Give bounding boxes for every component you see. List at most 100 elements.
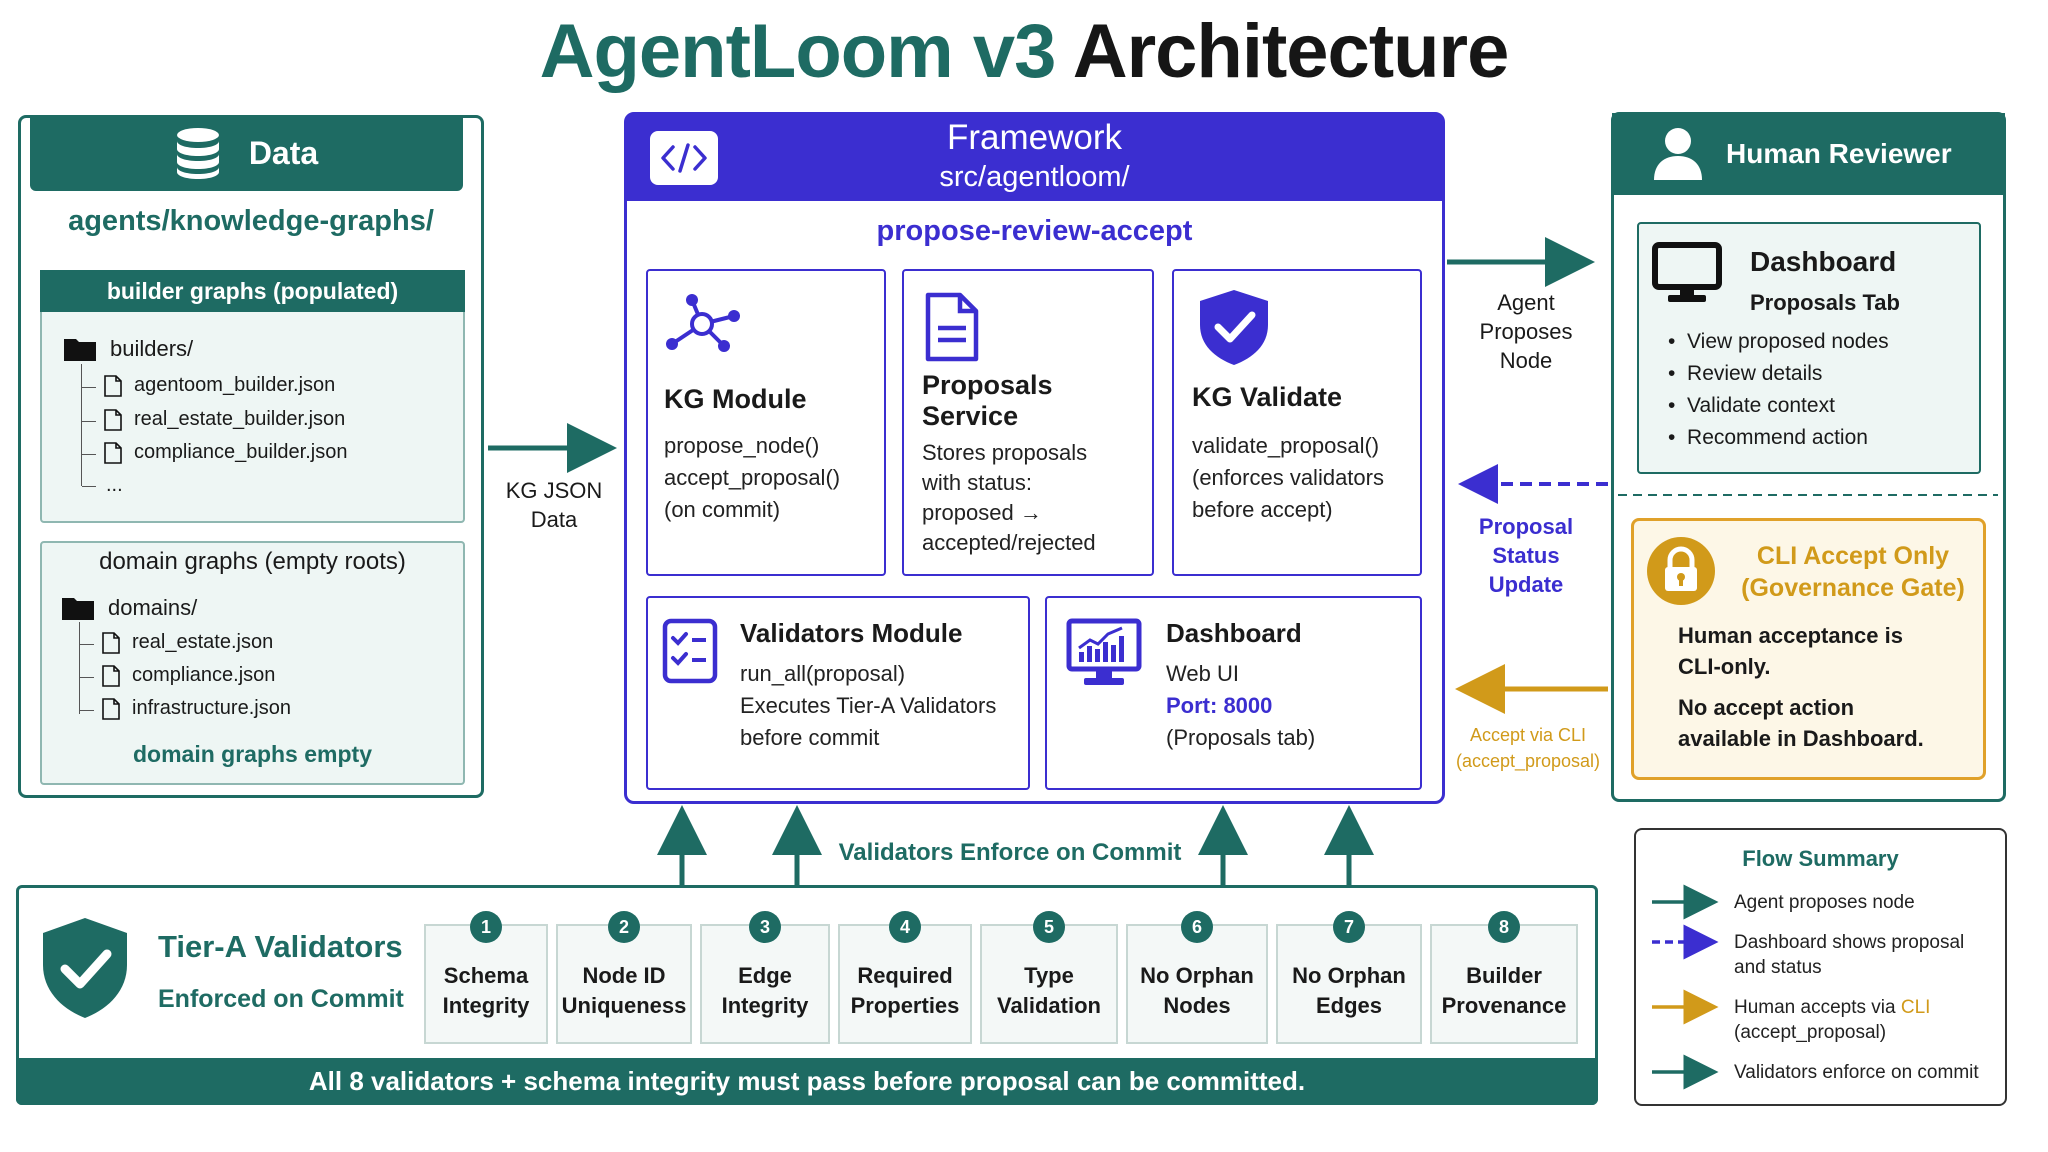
file-icon: [104, 408, 122, 431]
tree-line: [81, 364, 82, 486]
reviewer-dashboard-bullets: • View proposed nodes • Review details •…: [1668, 326, 1889, 454]
kg-validate-text: validate_proposal() (enforces validators…: [1192, 430, 1384, 526]
file-label: agentoom_builder.json: [134, 374, 336, 396]
validator-label: No Orphan: [1292, 963, 1406, 988]
checklist-icon: [662, 618, 718, 684]
file-label: real_estate_builder.json: [134, 408, 346, 430]
user-icon: [1654, 128, 1702, 180]
document-icon: [925, 292, 979, 362]
flow-item-line: and status: [1734, 957, 1822, 978]
proposals-service-text: Stores proposals with status: proposed →…: [922, 438, 1096, 558]
bullet-text: Validate context: [1687, 394, 1835, 417]
label-line: Node: [1499, 348, 1553, 373]
tree-tick: [82, 421, 96, 422]
text-line: No accept action: [1678, 695, 1855, 720]
text-line: available in Dashboard.: [1678, 726, 1924, 751]
domain-graphs-heading: domain graphs (empty roots): [99, 548, 406, 575]
shield-check-icon: [43, 918, 127, 1018]
flow-item: Human accepts via CLI (accept_proposal): [1734, 995, 1930, 1045]
validator-number: 5: [1033, 911, 1065, 943]
framework-path: src/agentloom/: [939, 161, 1130, 193]
folder-icon: [64, 339, 96, 361]
validator-number: 2: [608, 911, 640, 943]
label-line: Proposal: [1478, 514, 1574, 539]
bullet-item: • Validate context: [1668, 394, 1835, 417]
status-update-label: Proposal Status Update: [1458, 512, 1594, 599]
validators-subtitle: Enforced on Commit: [158, 985, 404, 1013]
text-line: Human acceptance is: [1678, 623, 1903, 648]
bullet-text: View proposed nodes: [1687, 330, 1889, 353]
label-line: Accept via CLI: [1469, 725, 1587, 745]
kg-json-label: KG JSON Data: [486, 476, 622, 534]
proposals-service-card: [902, 269, 1154, 576]
title-line: (Governance Gate): [1741, 574, 1965, 602]
builders-folder-label: builders/: [110, 336, 194, 361]
validator-label: Schema: [443, 963, 529, 988]
tree-line: [79, 622, 80, 714]
kg-validate-title: KG Validate: [1192, 382, 1343, 412]
framework-flow: propose-review-accept: [876, 215, 1193, 247]
tree-tick: [80, 710, 94, 711]
label-line: KG JSON: [505, 478, 603, 503]
accept-cli-label: Accept via CLI (accept_proposal): [1450, 722, 1606, 774]
validator-label: Validation: [997, 993, 1101, 1018]
validators-footer: All 8 validators + schema integrity must…: [16, 1058, 1598, 1105]
validators-enforce-label: Validators Enforce on Commit: [838, 839, 1182, 866]
governance-gate-title: CLI Accept Only (Governance Gate): [1722, 540, 1984, 604]
validator-label: Type: [1024, 963, 1074, 988]
flow-item-line: Human accepts via CLI: [1734, 995, 1930, 1020]
validator-label: Node ID: [582, 963, 666, 988]
folder-icon: [62, 598, 94, 620]
database-icon: [176, 128, 219, 179]
lock-icon: [1647, 537, 1715, 605]
label-line: Data: [530, 507, 578, 532]
label-line: Update: [1488, 572, 1564, 597]
text-line: CLI-only.: [1678, 654, 1771, 679]
text-line: before accept): [1192, 497, 1333, 522]
validator-label: Uniqueness: [561, 993, 687, 1018]
title-line: Service: [922, 401, 1019, 431]
file-icon: [104, 441, 122, 464]
tree-tick: [82, 486, 96, 487]
text-line: (Proposals tab): [1166, 725, 1316, 750]
file-label: compliance.json: [132, 664, 276, 686]
data-header: Data: [30, 115, 463, 191]
flow-item: Dashboard shows proposal and status: [1734, 930, 1964, 980]
human-reviewer-header: Human Reviewer: [1612, 113, 2005, 195]
validator-label: Properties: [850, 993, 960, 1018]
tree-tick: [82, 387, 96, 388]
file-label: real_estate.json: [132, 631, 274, 653]
label-line: Agent: [1497, 290, 1555, 315]
file-icon: [102, 664, 120, 687]
code-icon: [650, 131, 718, 185]
title-part-2: Architecture: [1072, 9, 1510, 94]
shield-check-icon: [1200, 290, 1268, 365]
label-line: Status: [1492, 543, 1560, 568]
validator-number: 8: [1488, 911, 1520, 943]
builder-graphs-card: [40, 270, 465, 523]
validator-label: Builder: [1466, 963, 1542, 988]
proposals-service-title: Proposals Service: [922, 370, 1053, 432]
port-text: Port: 8000: [1166, 693, 1273, 718]
validator-label: Edge: [738, 963, 792, 988]
domain-graphs-footer: domain graphs empty: [133, 741, 372, 767]
file-item: infrastructure.json: [102, 697, 291, 720]
validator-label: Integrity: [442, 993, 530, 1018]
flow-summary-title: Flow Summary: [1742, 846, 1899, 871]
builder-graphs-heading: builder graphs (populated): [40, 270, 465, 312]
text-line: with status:: [922, 470, 1033, 495]
human-reviewer-label: Human Reviewer: [1726, 138, 1952, 169]
file-item: agentoom_builder.json: [104, 374, 335, 397]
validator-number: 7: [1333, 911, 1365, 943]
kg-module-card: [646, 269, 886, 576]
more-files: ...: [106, 474, 123, 496]
data-path: agents/knowledge-graphs/: [68, 205, 434, 237]
text-line: run_all(proposal): [740, 661, 906, 686]
title-part-1: AgentLoom v3: [539, 9, 1057, 94]
validator-number: 3: [749, 911, 781, 943]
